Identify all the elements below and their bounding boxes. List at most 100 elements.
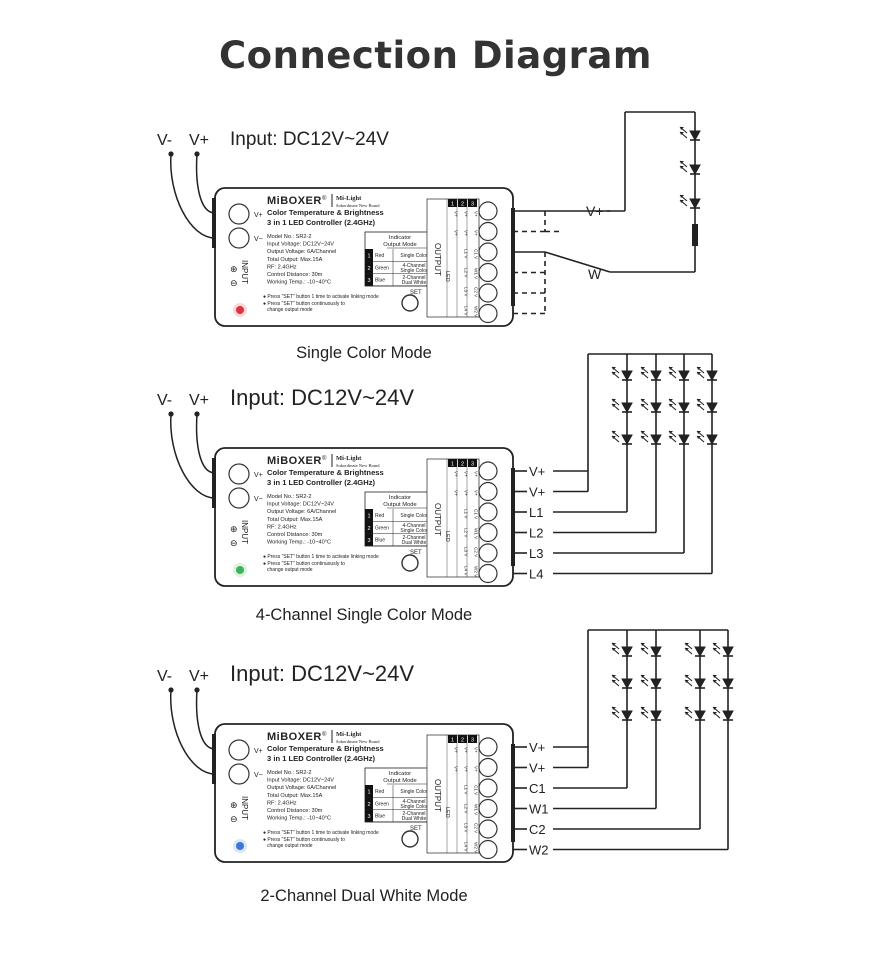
indicator-row-number: 2 (367, 266, 370, 272)
input-terminal-label: V+ (254, 748, 263, 755)
emission-arrowhead (612, 707, 616, 710)
output-terminal-label: W2 (529, 843, 549, 858)
emission-arrowhead (669, 431, 673, 434)
emission-arrowhead (612, 404, 616, 407)
indicator-row-color: Blue (375, 278, 385, 284)
output-cell-label: L1 V (464, 785, 469, 795)
led-triangle (621, 678, 633, 690)
emission-arrowhead (680, 161, 684, 164)
indicator-row-number-bg (365, 521, 373, 534)
output-terminal (478, 798, 498, 819)
output-block (426, 198, 480, 318)
note-text: ● Press "SET" button 1 time to activate … (263, 294, 379, 300)
led-icon (684, 706, 706, 722)
indicator-row-number-bg (365, 273, 373, 286)
indicator-row-mode: 2-Channel (402, 275, 425, 281)
emission-arrowhead (612, 431, 616, 434)
input-vertical-label: INPUT (240, 520, 249, 544)
led-icon (640, 642, 662, 658)
note-text: ● Press "SET" button 1 time to activate … (263, 830, 379, 836)
led-icon (684, 642, 706, 658)
output-terminal-label: V+ (529, 464, 545, 479)
indicator-row-mode: 4-Channel (402, 523, 425, 529)
input-wire-vminus (170, 153, 216, 239)
led-icon (696, 398, 718, 414)
input-voltage-label: Input: DC12V~24V (230, 661, 414, 686)
output-cell-label: C2 V (474, 287, 479, 298)
emission-arrowhead (685, 712, 689, 715)
led-icon (668, 430, 690, 446)
spec-line: Total Output: Max.15A (267, 517, 323, 523)
emission-arrowhead (680, 132, 684, 135)
emission-arrowhead (685, 675, 689, 678)
v-plus-label: V+ (189, 392, 209, 409)
input-wire-vplus (195, 153, 216, 214)
dip-switch-number: 3 (471, 738, 474, 744)
emission-arrowhead (641, 367, 645, 370)
output-cell-label: C2 V (474, 547, 479, 558)
indicator-row-mode: 2-Channel (402, 535, 425, 541)
spec-line: RF: 2.4GHz (267, 800, 297, 806)
output-cell-label: W1 V (474, 268, 479, 280)
set-label: SET (410, 550, 422, 556)
device-side-strip (511, 468, 515, 566)
indicator-row-number: 1 (367, 254, 370, 260)
v-plus-label: V+ (189, 132, 209, 149)
power-polarity-icon: ⊕ (230, 801, 238, 811)
spec-line: Model No.: SR2-2 (267, 770, 311, 776)
mode-label: 2-Channel Dual White Mode (260, 887, 467, 905)
v-plus-label: V+ (189, 668, 209, 685)
spec-line: RF: 2.4GHz (267, 264, 297, 270)
indicator-header: Indicator (389, 235, 411, 241)
dip-switch-tab (448, 459, 457, 467)
led-triangle (689, 198, 701, 210)
led-icon (684, 674, 706, 690)
indicator-row-number: 3 (367, 538, 370, 544)
note-text: change output mode (267, 567, 313, 573)
input-wiring: V-V+Input: DC12V~24V (157, 385, 414, 499)
product-name: Color Temperature & Brightness (267, 468, 384, 477)
sub-brand: Mi-Light (336, 455, 362, 462)
spec-line: Model No.: SR2-2 (267, 494, 311, 500)
emission-arrowhead (669, 436, 673, 439)
emission-arrowhead (641, 431, 645, 434)
led-triangle (694, 678, 706, 690)
emission-arrowhead (680, 195, 684, 198)
input-terminal-label: V+ (254, 212, 263, 219)
product-name: 3 in 1 LED Controller (2.4GHz) (267, 218, 375, 227)
emission-arrowhead (612, 675, 616, 678)
output-terminal (478, 481, 498, 502)
spec-line: Control Distance: 30m (267, 532, 323, 538)
output-cell-label: L3 V (464, 823, 469, 833)
output-cell-label: C1 V (474, 509, 479, 520)
led-icon (611, 398, 633, 414)
emission-arrowhead (612, 367, 616, 370)
led-icon (679, 126, 701, 142)
indicator-row-color: Green (375, 801, 389, 807)
emission-arrowhead (680, 200, 684, 203)
input-terminal-label: V+ (254, 472, 263, 479)
output-block (426, 734, 480, 854)
device-side-strip (212, 734, 216, 784)
led-triangle (650, 710, 662, 722)
dip-switch-number: 1 (451, 738, 454, 744)
output-terminal-label: L3 (529, 546, 543, 561)
output-cell-label: L4 V (464, 842, 469, 852)
indicator-row-mode: Dual White (402, 280, 427, 286)
set-button (401, 830, 419, 848)
output-terminal (478, 303, 498, 324)
status-indicator-glow (233, 563, 247, 577)
led-triangle (694, 646, 706, 658)
mode-label: Single Color Mode (296, 344, 432, 362)
output-terminal (478, 262, 498, 283)
led-icon (611, 706, 633, 722)
spec-line: RF: 2.4GHz (267, 524, 297, 530)
indicator-row-number-bg (365, 261, 373, 274)
led-triangle (694, 710, 706, 722)
emission-arrowhead (612, 399, 616, 402)
indicator-row-color: Blue (375, 814, 385, 820)
indicator-row-mode: Single Color (400, 789, 428, 795)
